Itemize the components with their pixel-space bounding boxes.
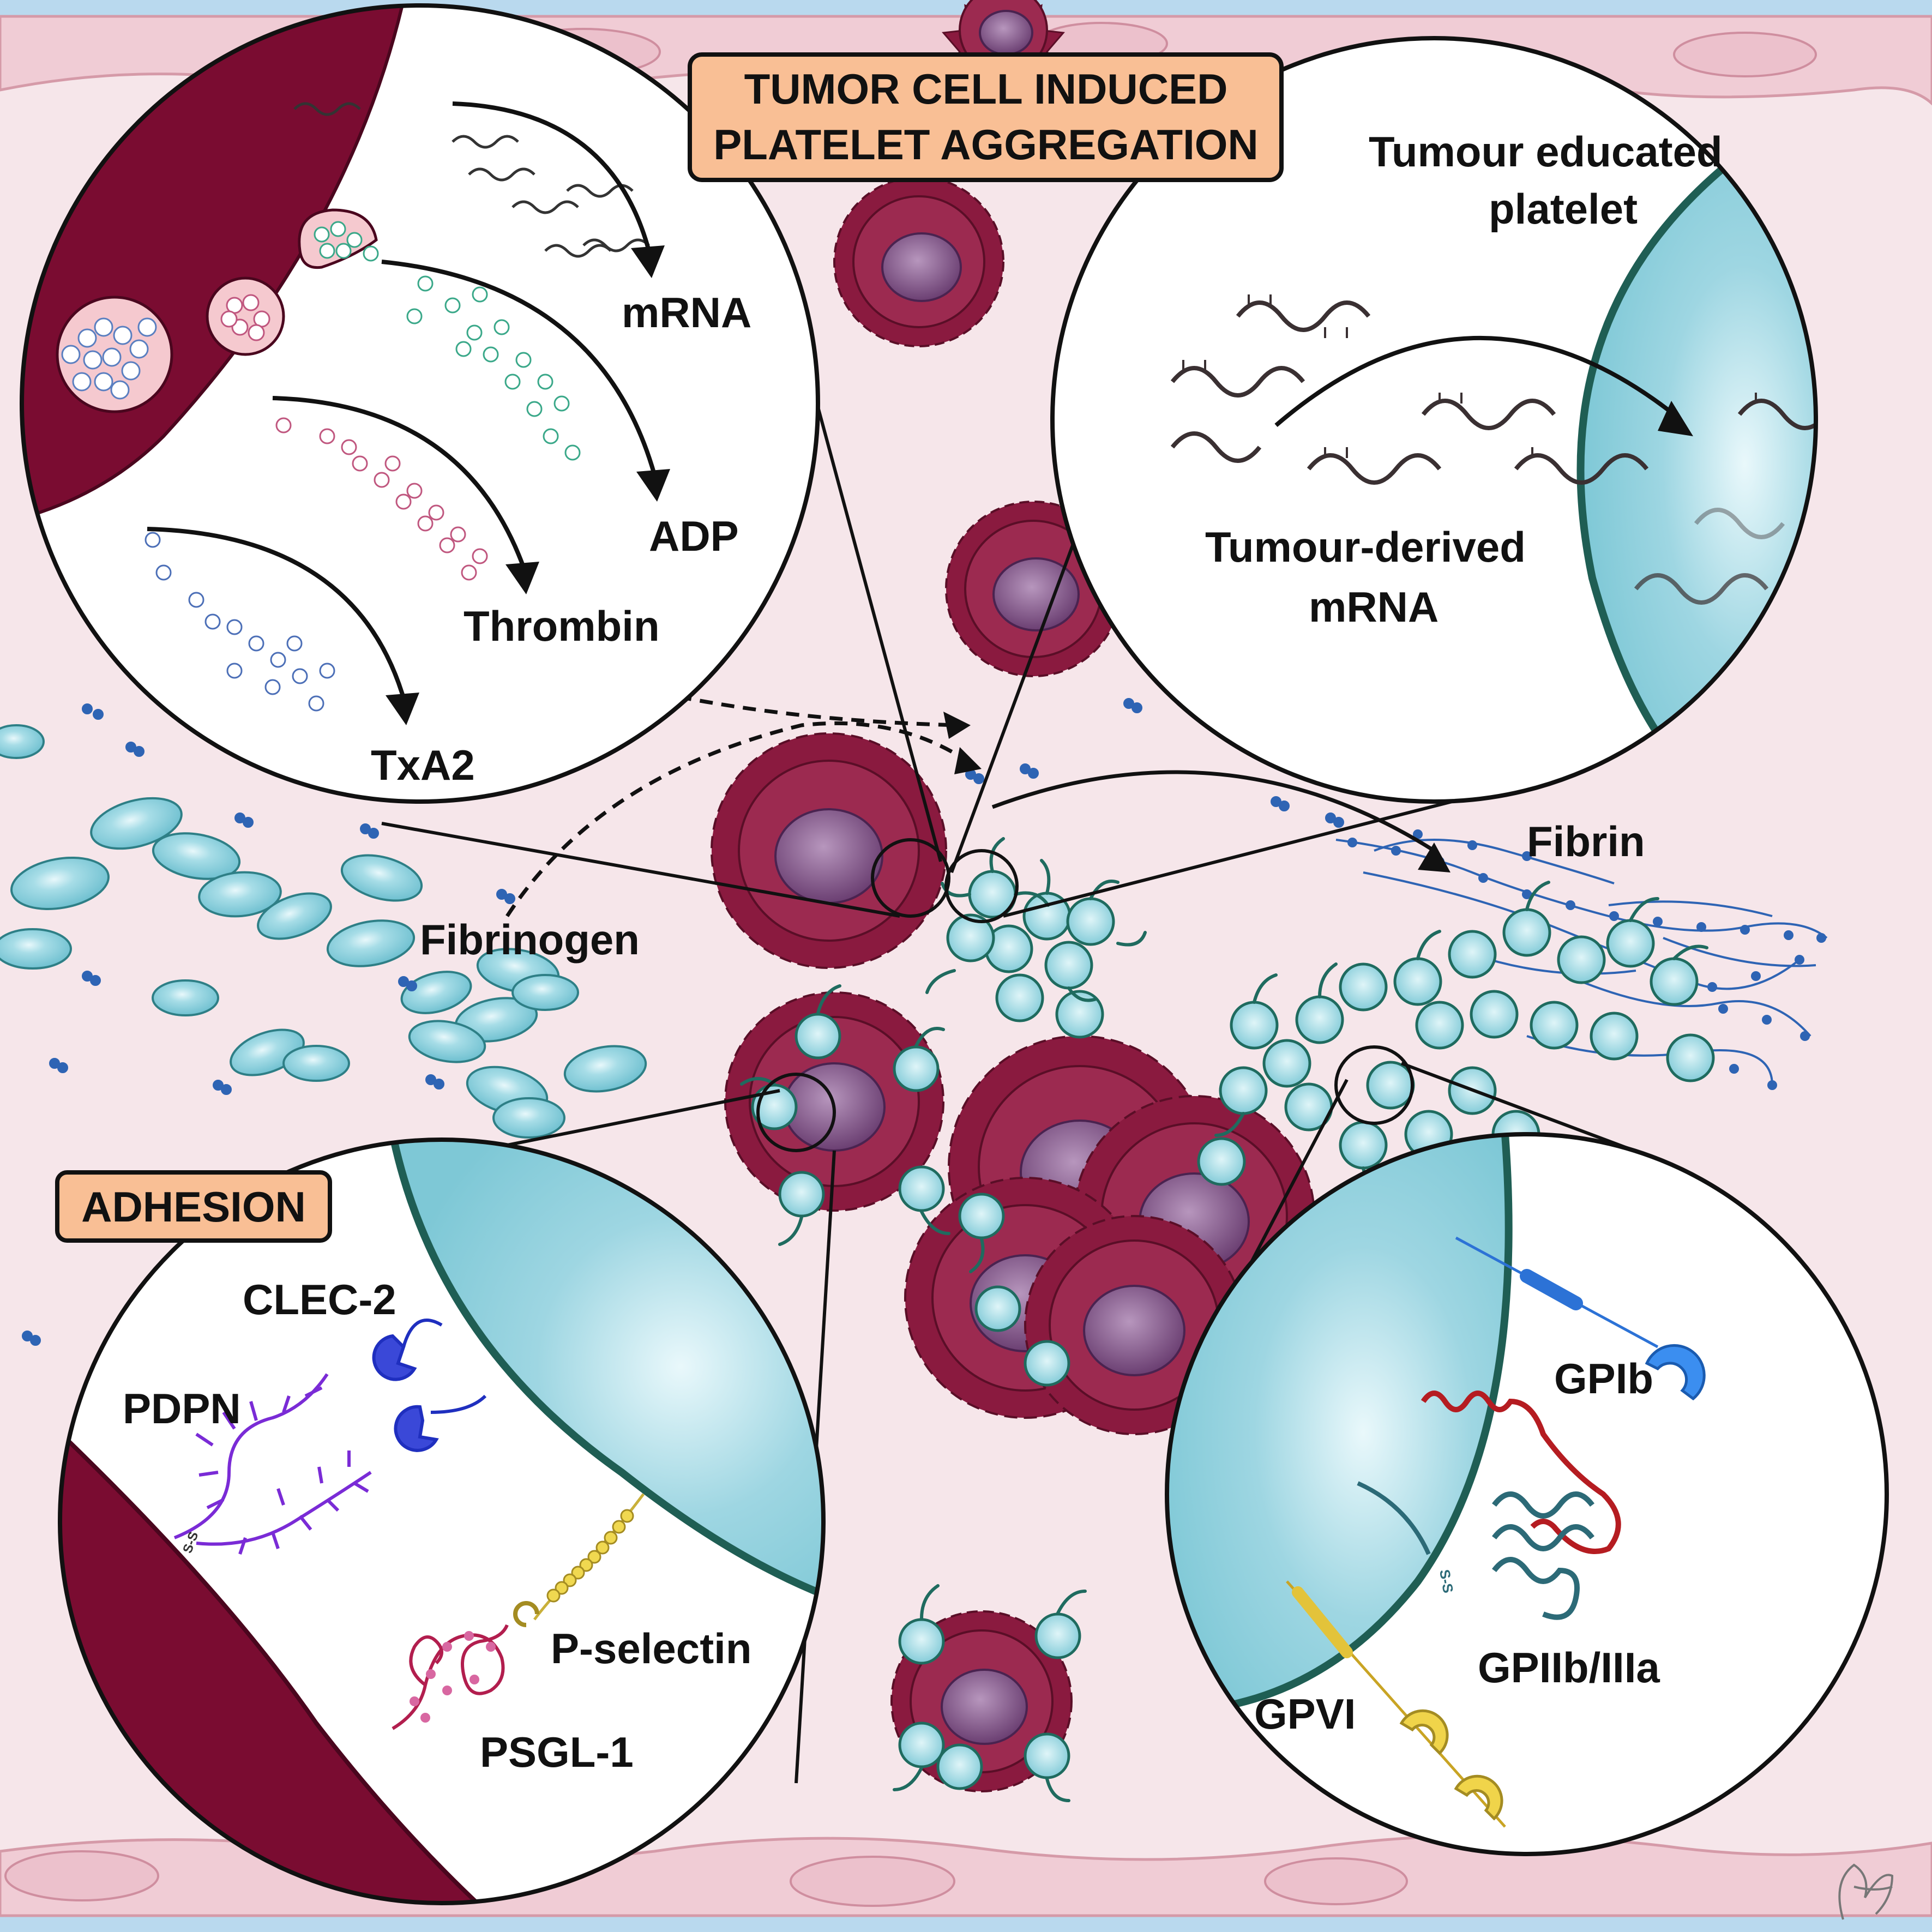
gpiib-ss-label: S-S bbox=[1436, 1568, 1456, 1594]
tumour-derived-mrna-line1: Tumour-derived bbox=[1205, 523, 1526, 571]
gpvi-receptor bbox=[1286, 1580, 1506, 1828]
clec2-label: CLEC-2 bbox=[243, 1275, 396, 1323]
gpib-label: GPIb bbox=[1554, 1355, 1653, 1403]
mrna-label: mRNA bbox=[622, 288, 751, 336]
adhesion-label: ADHESION bbox=[81, 1183, 306, 1231]
tumour-derived-mrna-line2: mRNA bbox=[1309, 583, 1439, 631]
thrombin-particles bbox=[275, 417, 488, 581]
secreting-granule bbox=[298, 208, 379, 269]
psgl1-label: PSGL-1 bbox=[480, 1728, 634, 1776]
red-blood-cells bbox=[0, 724, 647, 1139]
arrow-heads bbox=[943, 712, 982, 774]
adp-label: ADP bbox=[649, 512, 739, 560]
secretion-arrows bbox=[147, 101, 657, 699]
platelet-cluster-center bbox=[946, 870, 1115, 1039]
gpiib-iiia-label: GPIIb/IIIa bbox=[1478, 1644, 1660, 1692]
adp-particles bbox=[406, 275, 581, 461]
fibrinogen-label: Fibrinogen bbox=[420, 916, 640, 964]
adhesion-box: ADHESION bbox=[55, 1170, 332, 1243]
alpha-granule bbox=[206, 276, 285, 356]
fibrinogen-molecules bbox=[22, 698, 1344, 1346]
psgl1-dots bbox=[410, 1631, 496, 1723]
txa2-label: TxA2 bbox=[371, 741, 475, 789]
mrna-ticks bbox=[1182, 294, 1757, 458]
gpiib-iiia-receptor bbox=[1357, 1391, 1621, 1620]
platelet-cluster-right bbox=[1197, 908, 1715, 1186]
dense-granule bbox=[56, 296, 173, 413]
pdpn-ligand bbox=[173, 1373, 372, 1555]
fibrin-arrow bbox=[991, 770, 1450, 872]
tumor-cell bbox=[711, 732, 947, 969]
gpib-receptor bbox=[1455, 1236, 1706, 1401]
pdpn-label: PDPN bbox=[123, 1385, 241, 1433]
artist-signature bbox=[1838, 1863, 1894, 1920]
mrna-strands bbox=[1170, 300, 1816, 605]
gpvi-label: GPVI bbox=[1254, 1690, 1356, 1738]
fibrin-label: Fibrin bbox=[1527, 817, 1645, 865]
title-line1: TUMOR CELL INDUCED bbox=[744, 65, 1228, 113]
p-selectin-label: P-selectin bbox=[551, 1624, 751, 1672]
platelets-on-tumor bbox=[751, 1013, 1081, 1790]
mrna-squiggles bbox=[293, 102, 650, 258]
clec2-receptor bbox=[372, 1319, 487, 1452]
activated-platelets bbox=[751, 870, 1715, 1790]
tep-title-line1: Tumour educated bbox=[1369, 128, 1723, 176]
thrombin-label: Thrombin bbox=[464, 602, 660, 650]
p-selectin bbox=[513, 1493, 645, 1627]
psgl1-ligand bbox=[392, 1624, 509, 1730]
title-line2: PLATELET AGGREGATION bbox=[713, 121, 1259, 168]
secretion-arrow-heads bbox=[386, 245, 670, 725]
txa2-particles bbox=[145, 532, 335, 712]
tep-title-line2: platelet bbox=[1489, 185, 1638, 233]
title-box: TUMOR CELL INDUCED PLATELET AGGREGATION bbox=[688, 52, 1284, 182]
tumor-cells bbox=[711, 0, 1315, 1792]
tumor-cell bbox=[833, 176, 1004, 347]
mrna-uptake-arrow bbox=[1274, 336, 1676, 428]
